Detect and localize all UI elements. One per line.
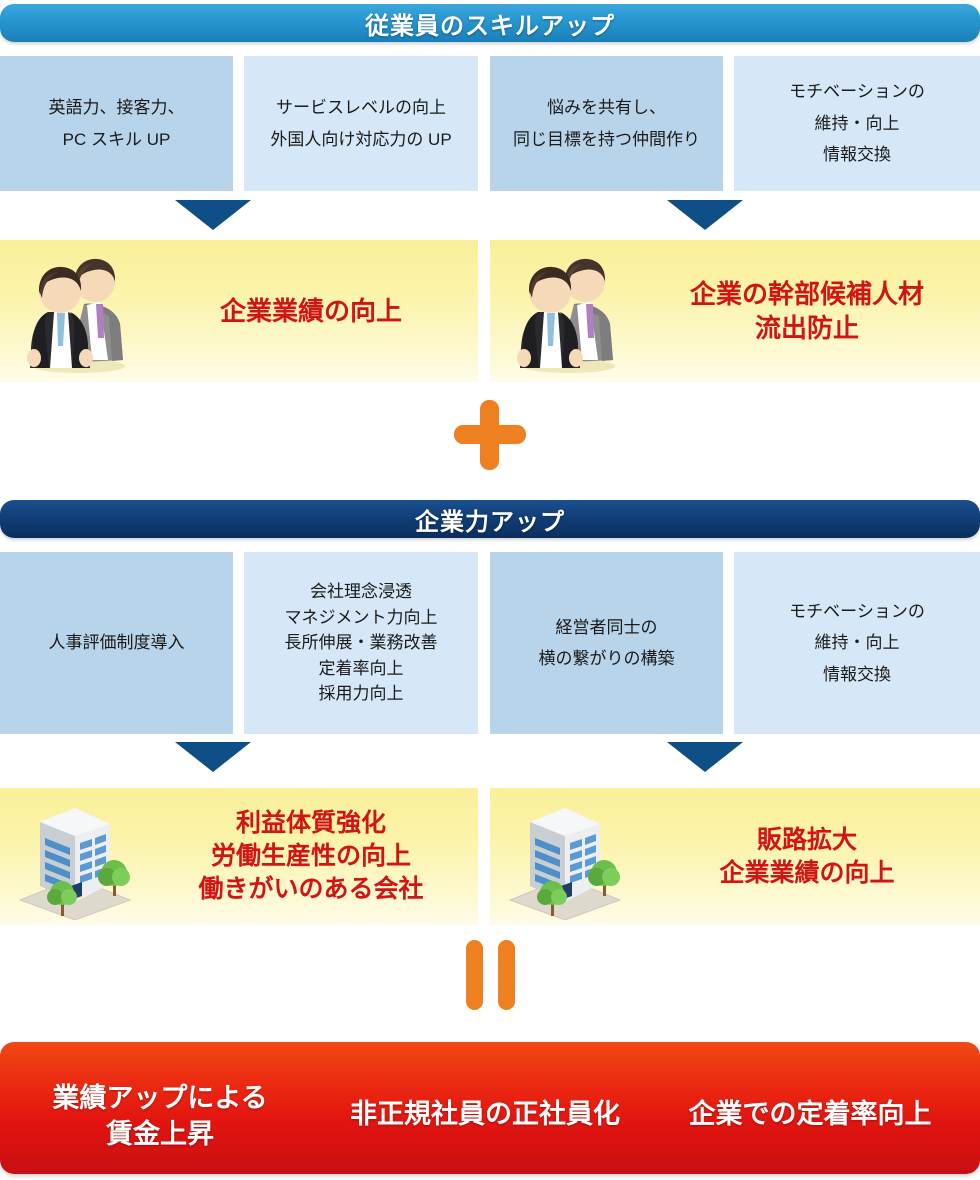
flow-arrow-down-s2-left bbox=[175, 742, 251, 772]
input-box-text: モチベーションの 維持・向上 情報交換 bbox=[789, 82, 925, 165]
equals-bar-first bbox=[466, 940, 483, 1010]
result-banner: 業績アップによる 賃金上昇 非正規社員の正社員化 企業での定着率向上 bbox=[0, 1042, 980, 1174]
outcome-text: 販路拡大 企業業績の向上 bbox=[719, 825, 895, 887]
input-box-text: 人事評価制度導入 bbox=[48, 633, 185, 653]
input-box-s1-4: モチベーションの 維持・向上 情報交換 bbox=[734, 56, 980, 191]
plus-operator-icon: + bbox=[454, 400, 526, 470]
input-box-s2-2: 会社理念浸透 マネジメント力向上 長所伸展・業務改善 定着率向上 採用力向上 bbox=[244, 552, 478, 734]
outcome-text: 企業の幹部候補人材 流出防止 bbox=[689, 278, 924, 343]
input-box-s1-3: 悩みを共有し、 同じ目標を持つ仲間作り bbox=[490, 56, 723, 191]
result-item-2: 非正規社員の正社員化 bbox=[350, 1099, 620, 1129]
two-businessmen-icon bbox=[514, 250, 624, 374]
section-header-corporate-power-up: 企業力アップ bbox=[0, 500, 980, 538]
input-box-text: 経営者同士の 横の繋がりの構築 bbox=[538, 617, 675, 668]
input-box-s1-2: サービスレベルの向上 外国人向け対応力の UP bbox=[244, 56, 478, 191]
equals-operator-icon: = bbox=[466, 940, 515, 1010]
section-header-label: 従業員のスキルアップ bbox=[365, 12, 615, 40]
outcome-box-s1-right: 企業の幹部候補人材 流出防止 bbox=[490, 240, 980, 382]
section-header-label: 企業力アップ bbox=[415, 508, 565, 536]
flow-arrow-down-s1-left bbox=[175, 200, 251, 230]
equals-bar-second bbox=[498, 940, 515, 1010]
plus-vertical-bar bbox=[480, 400, 499, 470]
input-box-s2-4: モチベーションの 維持・向上 情報交換 bbox=[734, 552, 980, 734]
result-item-3: 企業での定着率向上 bbox=[688, 1099, 932, 1129]
office-building-icon bbox=[504, 794, 626, 921]
flow-arrow-down-s2-right bbox=[667, 742, 743, 772]
flow-arrow-down-s1-right bbox=[667, 200, 743, 230]
input-box-s1-1: 英語力、接客力、 PC スキル UP bbox=[0, 56, 233, 191]
outcome-box-s2-right: 販路拡大 企業業績の向上 bbox=[490, 788, 980, 925]
office-building-icon bbox=[14, 794, 136, 921]
outcome-text: 企業業績の向上 bbox=[219, 295, 402, 326]
outcome-box-s2-left: 利益体質強化 労働生産性の向上 働きがいのある会社 bbox=[0, 788, 478, 925]
input-box-text: 悩みを共有し、 同じ目標を持つ仲間作り bbox=[513, 98, 700, 149]
outcome-text: 利益体質強化 労働生産性の向上 働きがいのある会社 bbox=[198, 809, 424, 903]
input-box-text: モチベーションの 維持・向上 情報交換 bbox=[789, 601, 925, 684]
input-box-s2-3: 経営者同士の 横の繋がりの構築 bbox=[490, 552, 723, 734]
section-header-employee-skill-up: 従業員のスキルアップ bbox=[0, 4, 980, 42]
input-box-text: サービスレベルの向上 外国人向け対応力の UP bbox=[270, 98, 452, 149]
input-box-text: 英語力、接客力、 PC スキル UP bbox=[48, 98, 185, 149]
result-item-1: 業績アップによる 賃金上昇 bbox=[52, 1083, 268, 1150]
outcome-box-s1-left: 企業業績の向上 bbox=[0, 240, 478, 382]
two-businessmen-icon bbox=[24, 250, 134, 374]
input-box-s2-1: 人事評価制度導入 bbox=[0, 552, 233, 734]
input-box-text: 会社理念浸透 マネジメント力向上 長所伸展・業務改善 定着率向上 採用力向上 bbox=[284, 582, 438, 704]
